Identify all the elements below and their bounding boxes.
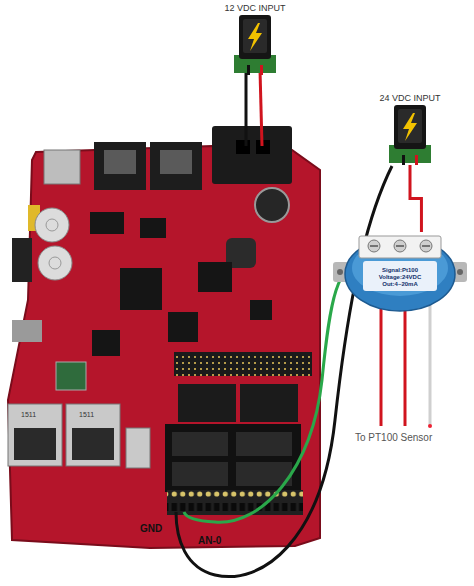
terminal-block xyxy=(165,424,301,492)
pin-header xyxy=(174,352,312,376)
power-jack: 12 VDC INPUT xyxy=(200,2,310,75)
input-label: 12 VDC INPUT xyxy=(200,2,310,14)
capacitor xyxy=(35,208,69,242)
wire-red xyxy=(404,292,407,426)
sensor-label: To PT100 Sensor xyxy=(355,432,432,443)
pin-label: AN-0 xyxy=(198,535,221,546)
capacitor xyxy=(255,188,289,222)
chip xyxy=(120,268,162,310)
usb-port xyxy=(126,428,150,468)
wire-red xyxy=(260,70,262,146)
wire-black xyxy=(176,166,392,577)
capacitor xyxy=(38,246,72,280)
pcb-board xyxy=(8,146,320,548)
chip xyxy=(198,262,232,292)
dc-jack xyxy=(387,105,433,165)
temperature-transmitter: Signal:Pt100Voltage:24VDCOut:4~20mA xyxy=(333,232,467,312)
usb-port xyxy=(44,150,80,184)
ethernet-jack xyxy=(66,404,120,466)
wire-white xyxy=(429,292,432,426)
relay xyxy=(178,384,236,422)
spec-text: Voltage:24VDC xyxy=(333,274,467,281)
wire-green xyxy=(184,258,368,522)
chip xyxy=(140,218,166,238)
chip xyxy=(250,300,272,320)
chip xyxy=(168,312,198,342)
part-number: 1511 xyxy=(21,411,36,419)
screw-terminal-strip xyxy=(167,490,303,515)
sd-card xyxy=(12,320,42,342)
wire-red xyxy=(380,292,383,426)
power-jack: 24 VDC INPUT xyxy=(360,92,460,165)
rj-jack xyxy=(94,142,146,190)
dc-jack xyxy=(232,15,278,75)
wire-black xyxy=(245,70,248,146)
rj-jack xyxy=(150,142,202,190)
ethernet-jack xyxy=(8,404,62,466)
part-number: 1511 xyxy=(79,411,94,419)
pin-label: GND xyxy=(140,523,162,534)
input-label: 24 VDC INPUT xyxy=(360,92,460,104)
relay xyxy=(240,384,298,422)
power-wire xyxy=(410,165,421,232)
chip xyxy=(90,212,124,234)
chip xyxy=(92,330,120,356)
spec-text: Signal:Pt100 xyxy=(333,267,467,274)
spec-text: Out:4~20mA xyxy=(333,281,467,288)
power-terminal-block xyxy=(212,126,292,184)
battery-holder xyxy=(12,238,32,282)
wifi-module xyxy=(56,362,86,390)
